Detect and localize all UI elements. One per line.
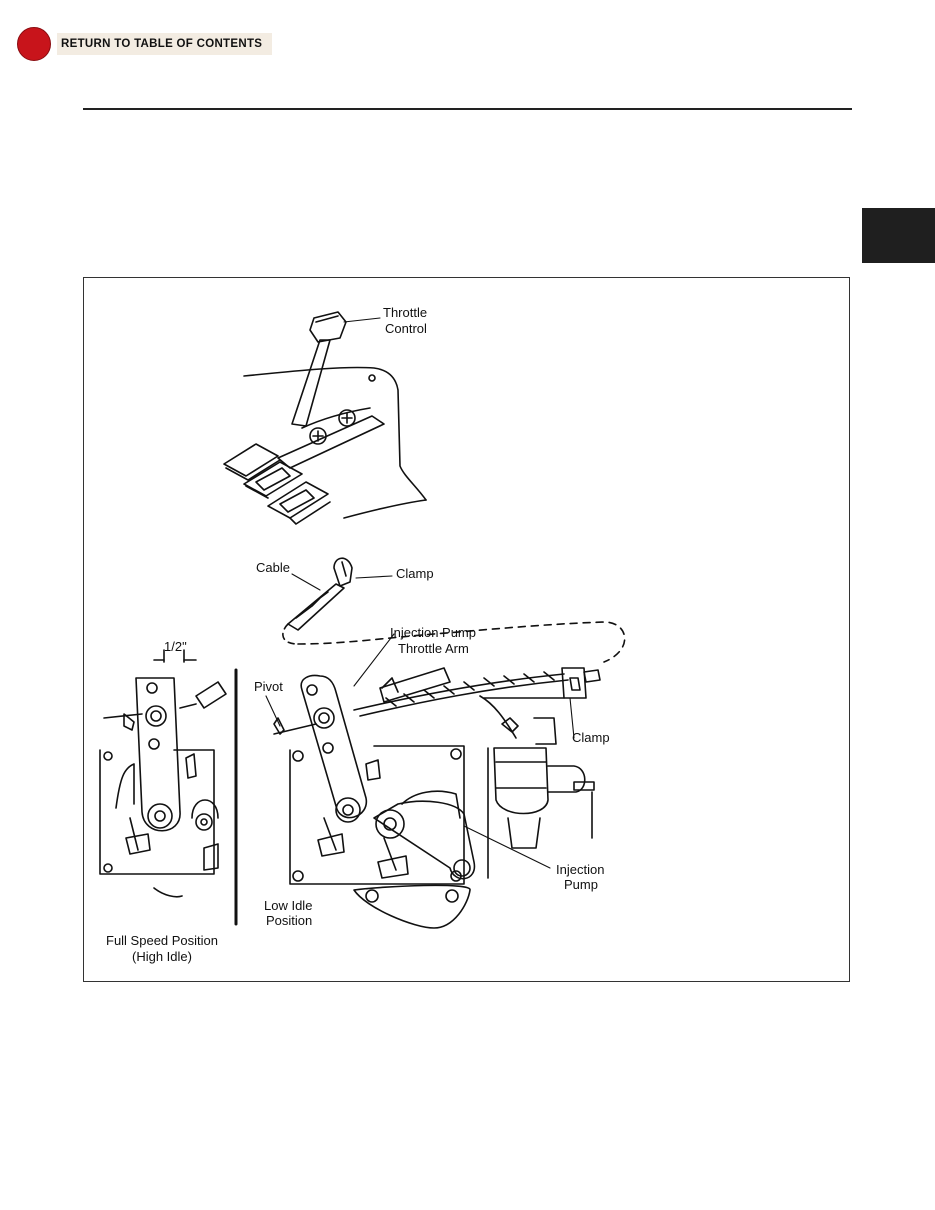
- label-full-speed-1: Full Speed Position: [106, 933, 218, 948]
- injection-pump-drawing: [353, 667, 601, 879]
- throttle-linkage-illustration: Throttle Control Cable Clamp Injection P…: [99, 305, 626, 964]
- header-rule: [83, 108, 852, 110]
- label-throttle-control-2: Control: [385, 321, 427, 336]
- toc-link-label: RETURN TO TABLE OF CONTENTS: [57, 33, 273, 55]
- leader-lines: [265, 317, 575, 869]
- section-tab-marker: [862, 208, 935, 263]
- return-to-toc-link[interactable]: RETURN TO TABLE OF CONTENTS: [17, 27, 273, 61]
- label-injection-pump-2: Pump: [564, 877, 598, 892]
- label-injection-pump-1: Injection: [556, 862, 604, 877]
- label-injection-pump-throttle-arm-2: Throttle Arm: [398, 641, 469, 656]
- low-idle-position-drawing: [273, 667, 476, 929]
- label-pivot: Pivot: [254, 679, 283, 694]
- full-speed-position-drawing: [99, 649, 227, 898]
- label-throttle-control-1: Throttle: [383, 305, 427, 320]
- label-clamp-right: Clamp: [572, 730, 610, 745]
- label-cable: Cable: [256, 560, 290, 575]
- label-low-idle-1: Low Idle: [264, 898, 312, 913]
- cable-clamp-drawing: [282, 557, 626, 663]
- label-clamp-top: Clamp: [396, 566, 434, 581]
- label-low-idle-2: Position: [266, 913, 312, 928]
- label-injection-pump-throttle-arm-1: Injection Pump: [390, 625, 476, 640]
- label-half-inch: 1/2": [164, 639, 187, 654]
- throttle-control-panel-drawing: [223, 311, 427, 525]
- throttle-linkage-figure: Throttle Control Cable Clamp Injection P…: [83, 277, 850, 982]
- toc-red-dot-icon: [17, 27, 51, 61]
- label-full-speed-2: (High Idle): [132, 949, 192, 964]
